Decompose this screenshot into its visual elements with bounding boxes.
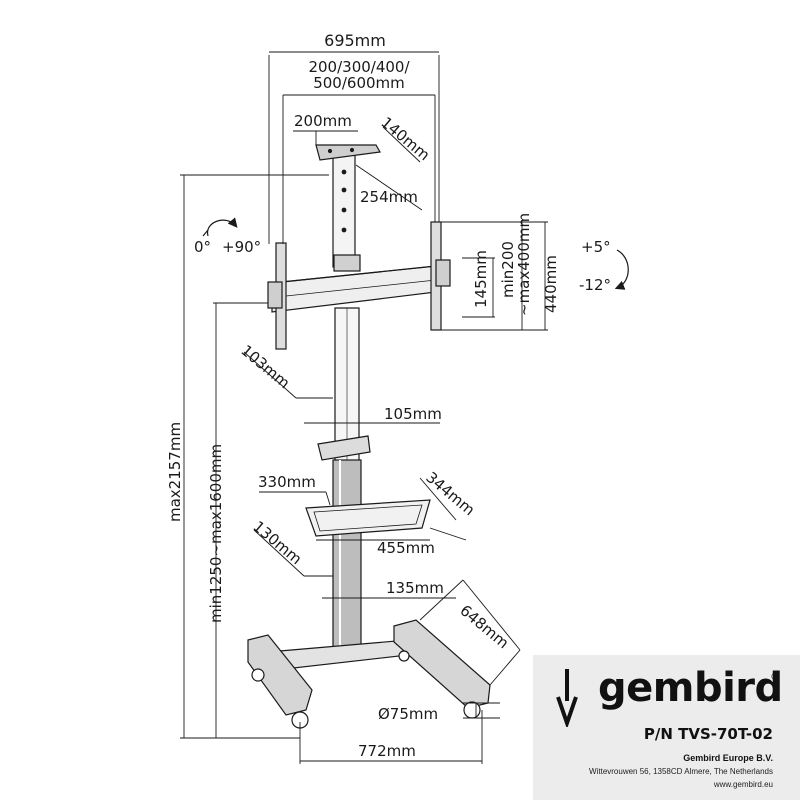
tilt-arrow-icon bbox=[614, 249, 629, 290]
top-camera-tray bbox=[315, 144, 381, 161]
cable-holder bbox=[317, 435, 371, 461]
base-left-leg bbox=[247, 634, 313, 716]
lower-column bbox=[332, 459, 362, 651]
label-vesa-height-1: min200 bbox=[499, 241, 517, 298]
brand-panel bbox=[533, 655, 800, 800]
brand-arrow-icon bbox=[556, 669, 578, 727]
label-vesa-height-2: ~max400mm bbox=[515, 213, 533, 316]
label-height-range: min1250~max1600mm bbox=[207, 444, 225, 623]
label-shelf-length: 455mm bbox=[377, 539, 435, 557]
base-right-leg bbox=[393, 619, 491, 709]
label-column-width: 105mm bbox=[384, 405, 442, 423]
label-base-width: 772mm bbox=[358, 742, 416, 760]
stand-drawing bbox=[247, 144, 491, 729]
label-shelf-width: 330mm bbox=[258, 473, 316, 491]
wheel-back-right bbox=[398, 650, 410, 662]
label-vesa-widths-1: 200/300/400/ bbox=[308, 58, 410, 76]
label-lower-column-width: 135mm bbox=[386, 579, 444, 597]
label-wheel-diameter: Ø75mm bbox=[378, 705, 438, 723]
label-base-depth: 648mm bbox=[456, 601, 512, 652]
dimension-lines bbox=[180, 51, 548, 764]
label-bracket-total-height: 440mm bbox=[542, 255, 560, 313]
label-tray-width: 200mm bbox=[294, 112, 352, 130]
label-bracket-height: 145mm bbox=[472, 250, 490, 308]
label-tray-height: 254mm bbox=[360, 188, 418, 206]
label-max-height: max2157mm bbox=[166, 422, 184, 522]
company-name: Gembird Europe B.V. bbox=[683, 753, 773, 763]
registered-mark: ® bbox=[770, 670, 781, 683]
label-total-width: 695mm bbox=[324, 31, 386, 50]
label-vesa-widths-2: 500/600mm bbox=[313, 74, 405, 92]
company-website: www.gembird.eu bbox=[713, 780, 773, 789]
wheel-front-right bbox=[463, 701, 481, 719]
label-shelf-depth: 344mm bbox=[422, 468, 478, 519]
wheel-back-left bbox=[251, 668, 265, 682]
label-tilt-down: -12° bbox=[579, 276, 611, 294]
middle-shelf bbox=[305, 499, 431, 537]
part-number: P/N TVS-70T-02 bbox=[643, 725, 773, 743]
brand-logo-text: gembird bbox=[598, 665, 783, 711]
rotation-arrow-icon bbox=[202, 217, 238, 237]
label-lower-column-depth: 130mm bbox=[249, 517, 305, 568]
label-rotation-start: 0° bbox=[194, 238, 211, 256]
label-tray-depth: 140mm bbox=[377, 113, 433, 164]
label-tilt-up: +5° bbox=[581, 238, 611, 256]
label-rotation-end: +90° bbox=[222, 238, 261, 256]
company-address: Wittevrouwen 56, 1358CD Almere, The Neth… bbox=[589, 767, 773, 776]
